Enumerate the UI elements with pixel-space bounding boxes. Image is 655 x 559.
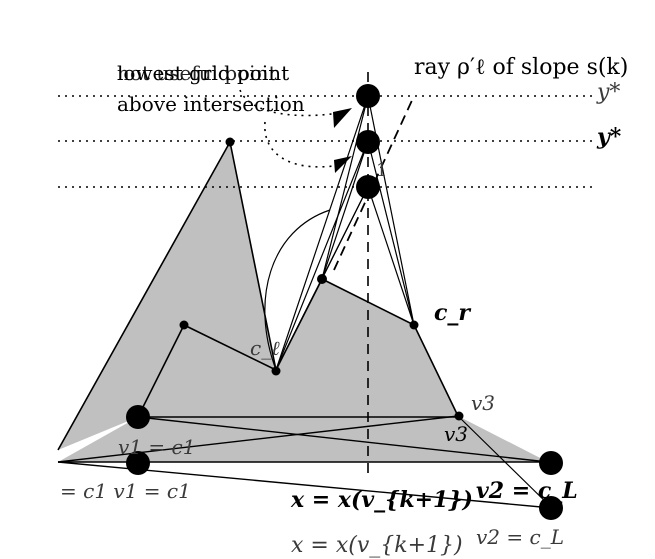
label-v2-cL-grey: v2 = c_L (476, 525, 564, 549)
arrow-curve-upper (239, 89, 346, 117)
vertex-peak-left (225, 137, 235, 147)
vertex-mid (317, 274, 327, 284)
label-v3: v3 (471, 391, 495, 415)
label-c-r: c_r (434, 300, 471, 326)
vertex-v2 (539, 451, 563, 475)
label-v1-c1-lower: = c1 v1 = c1 (60, 479, 191, 503)
label-c-l: c_ℓ (250, 336, 280, 360)
arrow-head-lower (334, 156, 352, 173)
label-x-eq-grey: x = x(v_{k+1}) (291, 533, 463, 558)
vertex-v2-lower (539, 496, 563, 520)
vertex-c-r (409, 320, 419, 330)
arrow-head-upper (333, 108, 352, 128)
grid-point-middle (356, 130, 380, 154)
cross-line-b (57, 415, 459, 463)
vertex-v1 (126, 405, 150, 429)
arrow-curve-lower (264, 121, 341, 168)
grid-point-top (356, 84, 380, 108)
fan-lines (264, 95, 415, 371)
label-y-star-grey: y* (596, 80, 620, 105)
label-ray: ray ρ′ℓ of slope s(k) (414, 55, 628, 80)
label-not-useful: not useful point (117, 61, 277, 85)
vertex-v3 (454, 411, 464, 421)
label-y-star: y* (596, 124, 622, 150)
cross-line-a (137, 416, 549, 463)
label-lowest-grid-point: lowest grid point (117, 61, 289, 85)
vertex-v1-lower (126, 451, 150, 475)
label-v2-cL: v2 = c_L (476, 478, 578, 504)
grid-point-bottom (356, 175, 380, 199)
label-v1-c1: v1 = c1 (118, 435, 195, 459)
vertex-inner (179, 320, 189, 330)
vertex-c-l (271, 366, 281, 376)
label-subscript-1: 1 (376, 160, 387, 181)
label-v3-bold: v3 (444, 422, 468, 446)
label-x-eq: x = x(v_{k+1}) (290, 487, 473, 513)
v3-to-v2-line (457, 415, 553, 509)
label-above-intersection: above intersection (117, 92, 305, 116)
left-shaded-region (58, 142, 276, 450)
